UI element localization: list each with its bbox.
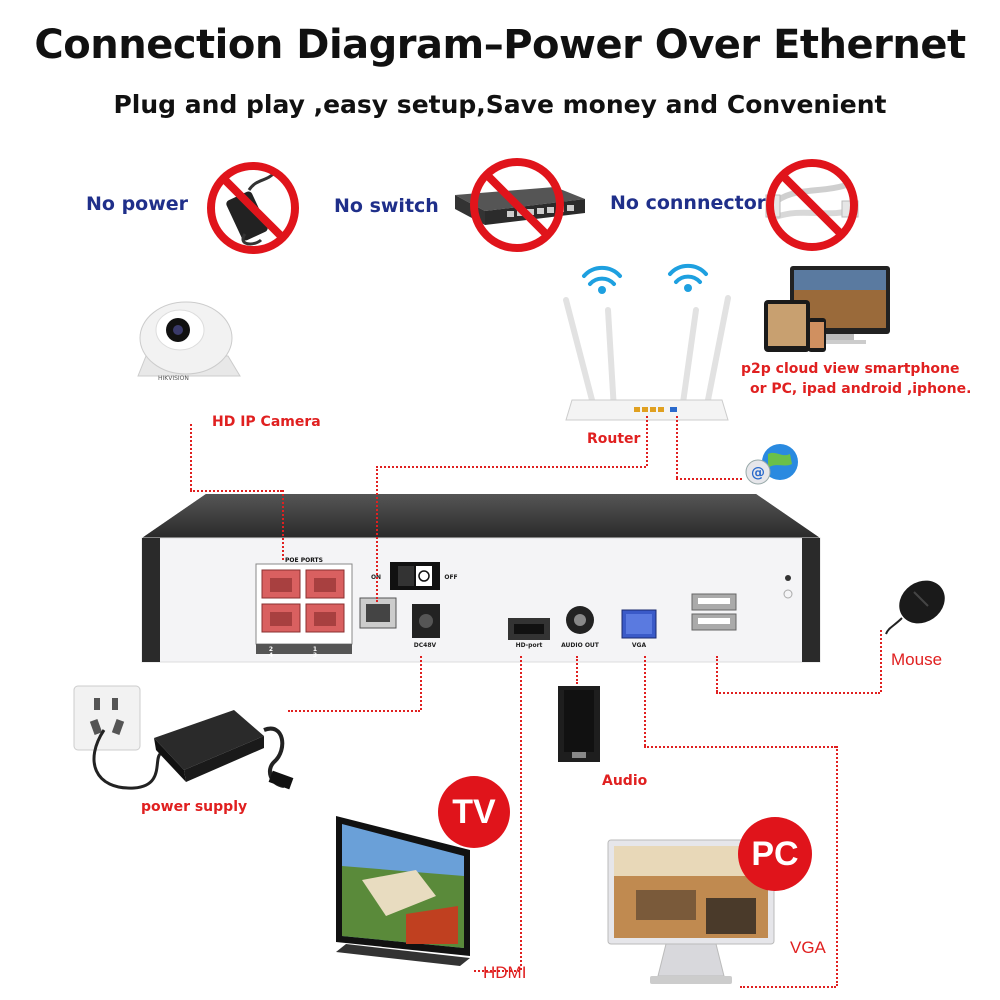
internet-globe-icon: @ [742,440,802,490]
port-num-4: 4 [264,652,278,659]
router-line-h [376,466,646,468]
internet-line-h [676,478,742,480]
vga-label: VGA [790,938,826,958]
network-switch-prohibited-icon [445,155,595,255]
no-power-label: No power [86,193,188,215]
port-num-3: 3 [308,652,322,659]
page-subtitle: Plug and play ,easy setup,Save money and… [0,90,1000,119]
page-title: Connection Diagram–Power Over Ethernet [0,22,1000,68]
poe-connector-prohibited-icon [762,155,862,255]
vga-line-v2 [836,746,838,986]
no-switch-label: No switch [334,195,439,217]
hdmi-port-label: HD-port [508,642,550,649]
tv-badge: TV [438,776,510,848]
no-connector-label: No connnector [610,192,766,214]
p2p-cloud-label-line1: p2p cloud view smartphone [741,361,960,377]
svg-text:@: @ [751,465,765,481]
speaker-icon [556,684,602,764]
mouse-line-v [716,656,718,692]
audio-line-v [576,656,578,684]
camera-line-to-poe [282,490,284,560]
pc-badge: PC [738,817,812,891]
camera-line-h [190,490,282,492]
hd-ip-camera-label: HD IP Camera [212,414,321,430]
mouse-icon [884,572,954,638]
hdmi-line-v [520,656,522,970]
vga-line-v1 [644,656,646,746]
router-icon [552,260,742,430]
audio-out-label: AUDIO OUT [556,642,604,649]
power-line-v [420,656,422,710]
router-label: Router [587,431,640,447]
router-line-to-lan [376,466,378,602]
off-label: OFF [443,574,459,581]
audio-label: Audio [602,773,647,789]
camera-line-v [190,424,192,490]
mouse-label: Mouse [891,650,942,670]
nvr-device [136,494,826,666]
power-adapter-icon [74,700,304,800]
power-adapter-prohibited-icon [205,160,301,256]
vga-line-h [644,746,836,748]
poe-ports-label: POE PORTS [256,557,352,564]
router-line-v [646,416,648,466]
hdmi-label: HDMI [483,963,526,983]
mouse-line-v2 [880,630,882,692]
power-line-h [288,710,420,712]
p2p-cloud-label-line2: or PC, ipad android ,iphone. [750,381,971,397]
internet-line-v [676,416,678,478]
dc-label: DC48V [410,642,440,649]
vga-port-label: VGA [622,642,656,649]
power-supply-label: power supply [141,799,247,815]
dome-camera-icon: HIKVISION [128,296,248,396]
mouse-line-h [716,692,880,694]
svg-text:HIKVISION: HIKVISION [158,375,189,382]
multi-device-screens-icon [762,264,892,356]
